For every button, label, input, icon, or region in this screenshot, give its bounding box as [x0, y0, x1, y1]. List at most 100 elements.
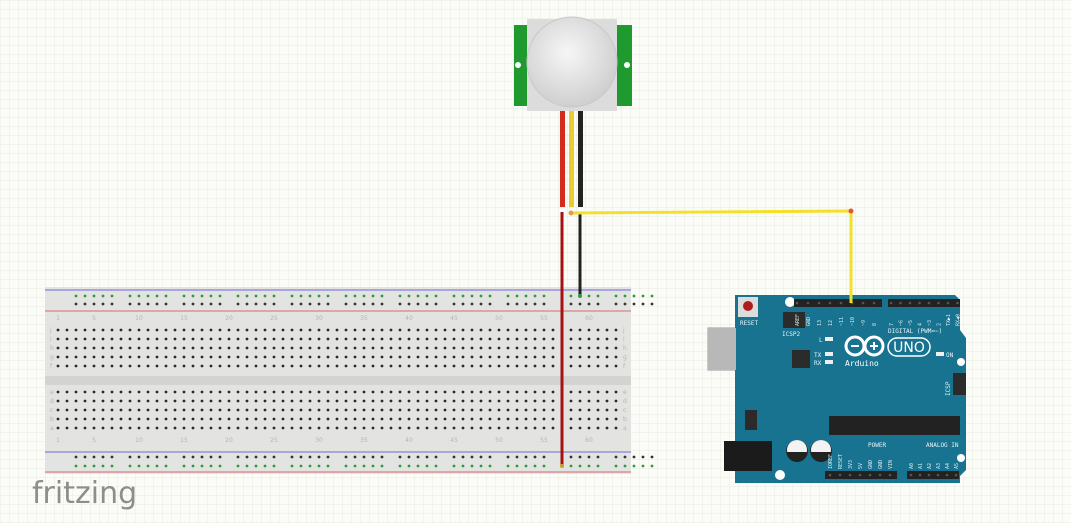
breadboard-hole[interactable]	[254, 364, 258, 368]
rail-hole[interactable]	[641, 464, 645, 468]
breadboard-hole[interactable]	[569, 364, 573, 368]
breadboard-hole[interactable]	[353, 417, 357, 421]
breadboard-hole[interactable]	[236, 355, 240, 359]
breadboard-hole[interactable]	[578, 346, 582, 350]
breadboard-hole[interactable]	[128, 355, 132, 359]
breadboard-hole[interactable]	[614, 346, 618, 350]
breadboard-hole[interactable]	[614, 355, 618, 359]
breadboard-hole[interactable]	[155, 408, 159, 412]
rail-hole[interactable]	[434, 464, 438, 468]
breadboard-hole[interactable]	[461, 417, 465, 421]
breadboard-hole[interactable]	[272, 328, 276, 332]
breadboard-hole[interactable]	[182, 408, 186, 412]
breadboard-hole[interactable]	[443, 328, 447, 332]
rail-hole[interactable]	[452, 455, 456, 459]
breadboard-hole[interactable]	[128, 426, 132, 430]
rail-hole[interactable]	[209, 294, 213, 298]
breadboard-hole[interactable]	[398, 337, 402, 341]
rail-hole[interactable]	[425, 455, 429, 459]
breadboard-hole[interactable]	[362, 337, 366, 341]
breadboard-hole[interactable]	[434, 346, 438, 350]
wire-bendpoint[interactable]	[848, 208, 854, 214]
breadboard-hole[interactable]	[83, 337, 87, 341]
rail-hole[interactable]	[362, 302, 366, 306]
rail-hole[interactable]	[128, 302, 132, 306]
rail-hole[interactable]	[434, 455, 438, 459]
breadboard-hole[interactable]	[164, 364, 168, 368]
breadboard-hole[interactable]	[569, 328, 573, 332]
breadboard-hole[interactable]	[119, 337, 123, 341]
rail-hole[interactable]	[110, 294, 114, 298]
header-pin[interactable]	[889, 301, 893, 305]
breadboard-hole[interactable]	[182, 390, 186, 394]
rail-hole[interactable]	[182, 294, 186, 298]
breadboard-hole[interactable]	[497, 417, 501, 421]
rail-hole[interactable]	[650, 464, 654, 468]
breadboard-hole[interactable]	[533, 426, 537, 430]
wires[interactable]	[560, 111, 854, 468]
breadboard-hole[interactable]	[146, 426, 150, 430]
rail-hole[interactable]	[425, 294, 429, 298]
breadboard-hole[interactable]	[344, 426, 348, 430]
breadboard-hole[interactable]	[569, 355, 573, 359]
rail-hole[interactable]	[200, 302, 204, 306]
breadboard-hole[interactable]	[227, 364, 231, 368]
breadboard-hole[interactable]	[551, 364, 555, 368]
rail-hole[interactable]	[623, 302, 627, 306]
breadboard-hole[interactable]	[596, 346, 600, 350]
rail-hole[interactable]	[623, 464, 627, 468]
breadboard-hole[interactable]	[389, 426, 393, 430]
rail-hole[interactable]	[155, 464, 159, 468]
breadboard-hole[interactable]	[146, 346, 150, 350]
breadboard-hole[interactable]	[614, 426, 618, 430]
breadboard-hole[interactable]	[272, 364, 276, 368]
breadboard-hole[interactable]	[479, 346, 483, 350]
breadboard-hole[interactable]	[380, 328, 384, 332]
breadboard-hole[interactable]	[155, 417, 159, 421]
breadboard-hole[interactable]	[137, 399, 141, 403]
breadboard-hole[interactable]	[128, 337, 132, 341]
header-pin[interactable]	[927, 473, 931, 477]
header-pin[interactable]	[918, 473, 922, 477]
breadboard-hole[interactable]	[101, 346, 105, 350]
reset-button[interactable]	[743, 301, 753, 311]
breadboard-hole[interactable]	[299, 390, 303, 394]
breadboard-hole[interactable]	[479, 417, 483, 421]
breadboard-hole[interactable]	[380, 408, 384, 412]
breadboard-hole[interactable]	[488, 328, 492, 332]
breadboard-hole[interactable]	[326, 355, 330, 359]
header-pin[interactable]	[878, 473, 882, 477]
breadboard-hole[interactable]	[74, 417, 78, 421]
breadboard-hole[interactable]	[137, 364, 141, 368]
breadboard-hole[interactable]	[605, 355, 609, 359]
breadboard-hole[interactable]	[191, 364, 195, 368]
breadboard-hole[interactable]	[470, 399, 474, 403]
breadboard-hole[interactable]	[425, 328, 429, 332]
breadboard-hole[interactable]	[74, 399, 78, 403]
header-pin[interactable]	[909, 473, 913, 477]
breadboard-hole[interactable]	[479, 408, 483, 412]
rail-hole[interactable]	[362, 294, 366, 298]
header-pin[interactable]	[848, 473, 852, 477]
header-pin[interactable]	[872, 301, 876, 305]
breadboard-hole[interactable]	[326, 408, 330, 412]
breadboard-hole[interactable]	[209, 337, 213, 341]
breadboard-hole[interactable]	[92, 337, 96, 341]
rail-hole[interactable]	[596, 464, 600, 468]
rail-hole[interactable]	[155, 302, 159, 306]
breadboard-hole[interactable]	[578, 417, 582, 421]
breadboard-hole[interactable]	[119, 390, 123, 394]
rail-hole[interactable]	[569, 464, 573, 468]
breadboard-hole[interactable]	[317, 337, 321, 341]
breadboard-hole[interactable]	[569, 426, 573, 430]
rail-hole[interactable]	[380, 294, 384, 298]
header-pin[interactable]	[838, 473, 842, 477]
breadboard-hole[interactable]	[254, 328, 258, 332]
breadboard-hole[interactable]	[209, 408, 213, 412]
breadboard-hole[interactable]	[497, 364, 501, 368]
breadboard-hole[interactable]	[461, 346, 465, 350]
breadboard-hole[interactable]	[326, 426, 330, 430]
breadboard-hole[interactable]	[110, 390, 114, 394]
breadboard-hole[interactable]	[524, 390, 528, 394]
breadboard-hole[interactable]	[92, 399, 96, 403]
